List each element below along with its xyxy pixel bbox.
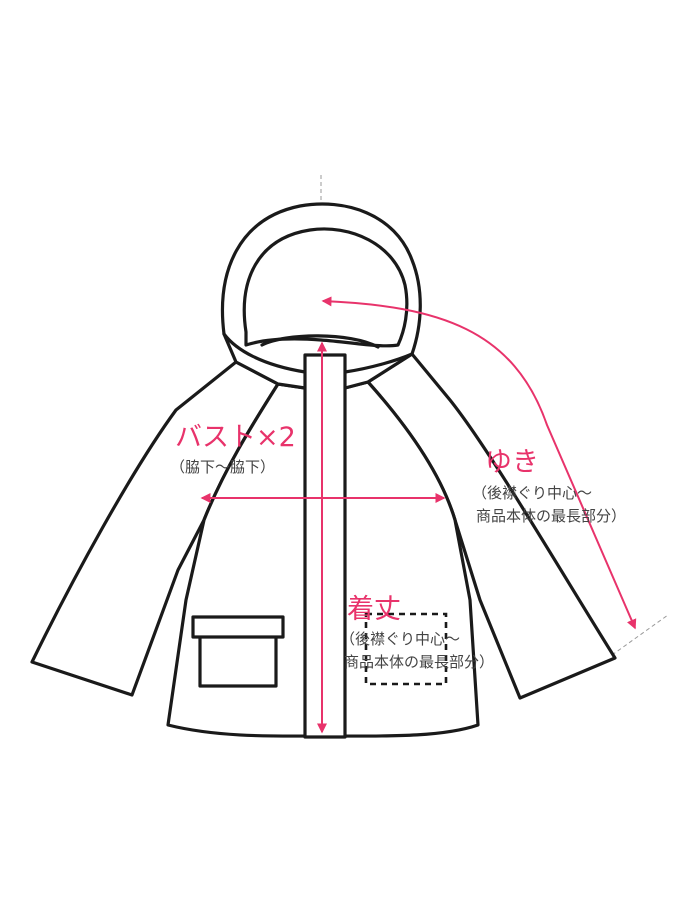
- pocket-body: [198, 634, 278, 688]
- sleeve-note-line1: （後襟ぐり中心〜: [472, 484, 593, 502]
- bust-note: （脇下〜脇下）: [170, 458, 276, 476]
- sleeve-end-guide-line: [611, 614, 669, 656]
- bust-label: バスト×2: [175, 422, 296, 453]
- sleeve-arrow: [321, 296, 637, 630]
- sleeve-label: ゆき: [485, 447, 539, 478]
- length-label: 着丈: [347, 594, 401, 625]
- length-note-line2: 商品本体の最長部分）: [344, 653, 495, 671]
- sleeve-note-line2: 商品本体の最長部分）: [476, 507, 627, 525]
- pocket-flap: [191, 615, 285, 639]
- pocket-hidden-dashed: [364, 612, 448, 686]
- length-note-line1: （後襟ぐり中心〜: [340, 630, 461, 648]
- zipper-placket: [303, 353, 347, 739]
